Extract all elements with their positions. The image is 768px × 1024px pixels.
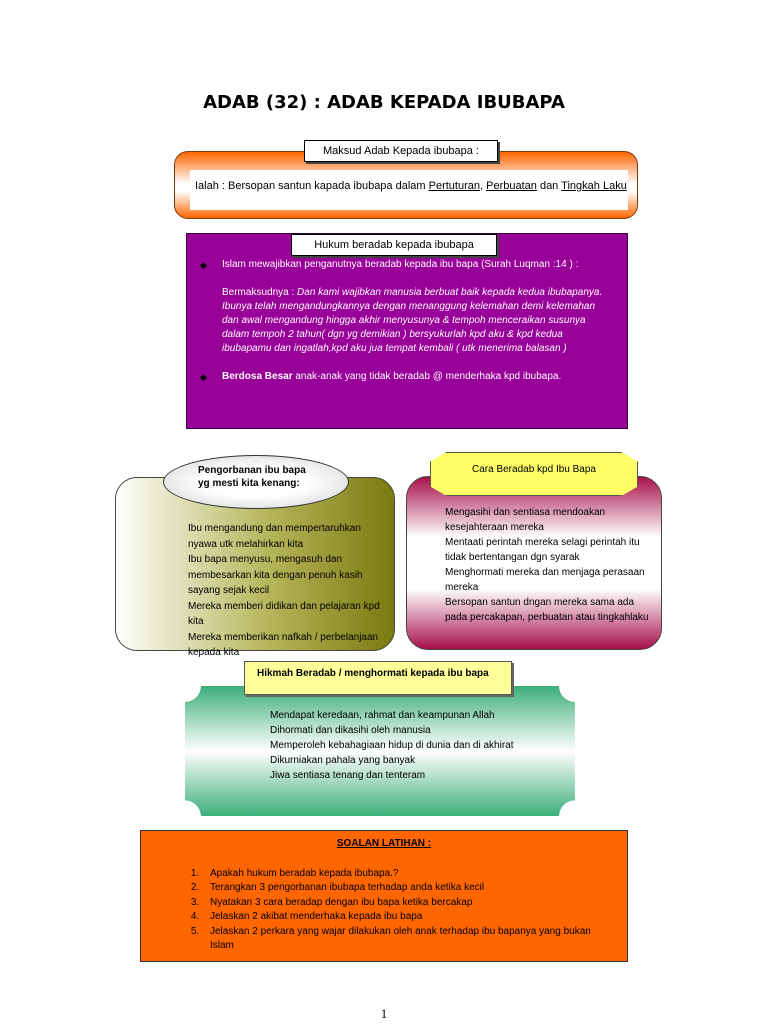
list-item: Mereka memberikan nafkah / perbelanjaan … (188, 631, 379, 659)
maksud-prefix: Ialah : Bersopan santun kapada ibubapa d… (195, 180, 429, 192)
hukum-label: Hukum beradab kepada ibubapa (291, 234, 497, 256)
list-item: Nyatakan 3 cara beradap dengan ibu bapa … (202, 896, 602, 910)
list-item: Jiwa sentiasa tenang dan tenteram (270, 770, 426, 781)
hukum-bullet-2: anak-anak yang tidak beradab @ menderhak… (292, 371, 562, 382)
hikmah-panel (185, 686, 575, 816)
maksud-sep: , (480, 180, 487, 192)
soalan-label: SOALAN LATIHAN : (336, 838, 432, 849)
hukum-bermaksud: Bermaksudnya : (222, 287, 298, 298)
pengorbanan-label-oval (163, 455, 349, 509)
list-item: Dikurniakan pahala yang banyak (270, 755, 416, 766)
diamond-bullet-icon: ◆ (200, 372, 207, 382)
maksud-label: Maksud Adab Kepada ibubapa : (304, 140, 498, 162)
list-item: Mengasihi dan sentiasa mendoakan kesejah… (445, 507, 606, 533)
cara-label: Cara Beradab kpd Ibu Bapa (472, 464, 596, 475)
hukum-bullet-1: Islam mewajibkan penganutnya beradab kep… (222, 259, 579, 270)
soalan-panel (140, 830, 628, 962)
list-item: Bersopan santun dngan mereka sama ada pa… (445, 597, 649, 623)
list-item: Memperoleh kebahagiaan hidup di dunia da… (270, 740, 514, 751)
soalan-list: Apakah hukum beradab kepada ibubapa.? Te… (180, 867, 602, 953)
maksud-inner (190, 170, 628, 210)
list-item: Menghormati mereka dan menjaga perasaan … (445, 567, 645, 593)
list-item: Mentaati perintah mereka selagi perintah… (445, 537, 640, 563)
hikmah-label-box (244, 661, 512, 695)
page-title: ADAB (32) : ADAB KEPADA IBUBAPA (203, 92, 565, 113)
hukum-content: ◆ Islam mewajibkan penganutnya beradab k… (200, 258, 610, 384)
maksud-text: Ialah : Bersopan santun kapada ibubapa d… (195, 180, 627, 192)
pengorbanan-list: Ibu mengandung dan mempertaruhkan nyawa … (188, 521, 388, 661)
list-item: Mendapat keredaan, rahmat dan keampunan … (270, 710, 495, 721)
hikmah-list: Mendapat keredaan, rahmat dan keampunan … (270, 708, 570, 783)
list-item: Jelaskan 2 perkara yang wajar dilakukan … (202, 925, 602, 954)
maksud-and: dan (536, 180, 562, 192)
hukum-berdosa: Berdosa Besar (222, 371, 293, 382)
list-item: Ibu bapa menyusu, mengasuh dan membesark… (188, 554, 363, 596)
page-number: 1 (380, 1006, 388, 1021)
maksud-term-tingkah-laku: Tingkah Laku (561, 180, 627, 192)
cara-panel (406, 476, 662, 650)
list-item: Dihormati dan dikasihi oleh manusia (270, 725, 431, 736)
list-item: Ibu mengandung dan mempertaruhkan nyawa … (188, 523, 361, 550)
cara-list: Mengasihi dan sentiasa mendoakan kesejah… (445, 505, 650, 625)
maksud-term-pertuturan: Pertuturan (428, 180, 480, 192)
hikmah-label: Hikmah Beradab / menghormati kepada ibu … (257, 668, 489, 679)
list-item: Mereka memberi didikan dan pelajaran kpd… (188, 600, 380, 628)
maksud-term-perbuatan: Perbuatan (486, 180, 537, 192)
pengorbanan-label: Pengorbanan ibu bapa yg mesti kita kenan… (198, 465, 306, 489)
diamond-bullet-icon: ◆ (200, 260, 207, 270)
list-item: Apakah hukum beradab kepada ibubapa.? (202, 867, 602, 881)
hukum-panel (186, 233, 628, 429)
cara-label-box (430, 452, 638, 496)
list-item: Terangkan 3 pengorbanan ibubapa terhadap… (202, 881, 602, 895)
hukum-quote: Dan kami wajibkan manusia berbuat baik k… (222, 287, 603, 354)
list-item: Jelaskan 2 akibat menderhaka kepada ibu … (202, 910, 602, 924)
